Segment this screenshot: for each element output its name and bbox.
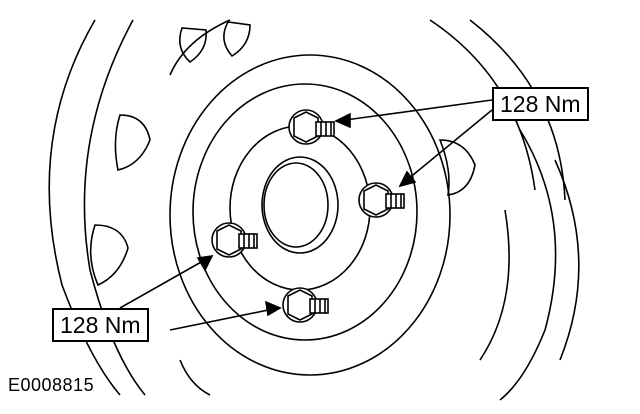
- leader-line-top-2: [401, 109, 493, 185]
- leader-line-top-1: [337, 99, 493, 122]
- wheel-nut-bottom: [282, 287, 329, 323]
- arrowhead-bottom-2: [264, 300, 282, 317]
- center-bore: [261, 156, 339, 254]
- hub-ring-middle: [192, 83, 418, 341]
- wheel-rim-right-arc-5: [479, 209, 510, 361]
- center-bore-edge: [263, 162, 329, 248]
- vent-hole-right: [438, 139, 476, 196]
- leader-line-bottom-1: [119, 256, 211, 309]
- wheel-rim-arc-3: [169, 19, 231, 76]
- wheel-nut-top: [288, 109, 335, 145]
- torque-label-bottom: 128 Nm: [52, 308, 149, 342]
- vent-hole-top: [179, 27, 207, 64]
- arrowhead-top-2: [398, 170, 417, 188]
- wheel-nut-right: [358, 182, 405, 218]
- wheel-nut-left: [211, 222, 258, 258]
- vent-hole-top-2: [223, 21, 251, 58]
- wheel-rim-right-arc-4: [554, 159, 580, 361]
- arrowhead-bottom-1: [196, 254, 214, 272]
- wheel-rim-right-arc-3: [499, 129, 557, 401]
- vent-hole-left-bottom: [89, 224, 129, 287]
- arrowhead-top-1: [334, 112, 351, 129]
- vent-hole-left: [114, 114, 151, 171]
- hub-ring-inner: [229, 125, 371, 291]
- figure-id: E0008815: [8, 375, 95, 395]
- vent-hole-bottom: [179, 359, 211, 396]
- leader-line-bottom-2: [169, 307, 279, 331]
- torque-label-top: 128 Nm: [492, 87, 589, 121]
- wheel-rim-outer-arc: [48, 19, 121, 396]
- hub-ring-outer: [169, 54, 451, 376]
- wheel-rim-arc-2: [83, 19, 146, 396]
